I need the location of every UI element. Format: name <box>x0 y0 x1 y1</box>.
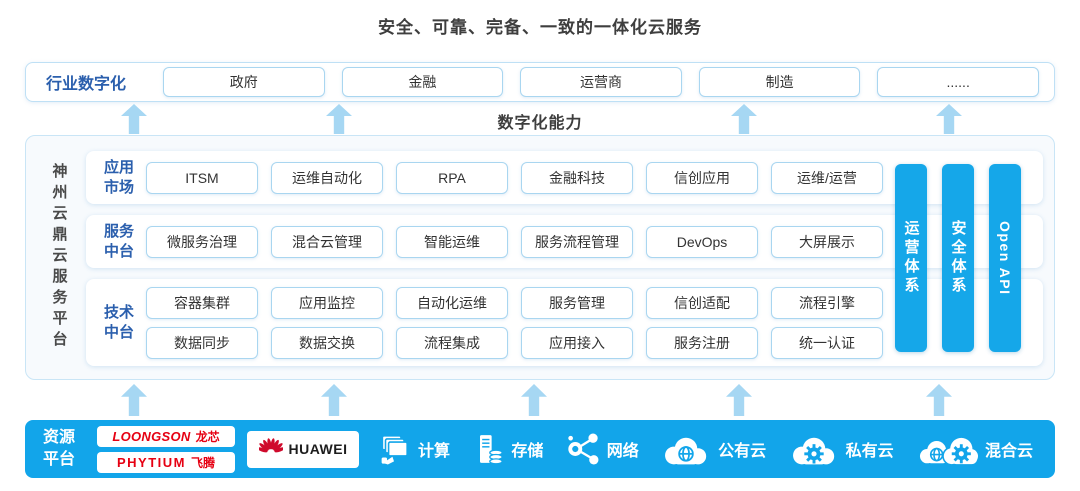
app-market-item: 运维/运营 <box>771 161 883 194</box>
tech-platform-item: 应用接入 <box>521 326 633 359</box>
tech-platform-label: 技术中台 <box>103 304 134 341</box>
resource-item-label: 网络 <box>606 443 639 460</box>
huawei-logo-text: HUAWEI <box>288 441 348 457</box>
open-api-bar: Open API <box>989 164 1021 352</box>
industry-item-more: ...... <box>877 67 1039 97</box>
app-market-label: 应用市场 <box>103 159 134 196</box>
app-market-row: 应用市场 ITSM 运维自动化 RPA 金融科技 信创应用 运维/运营 <box>86 151 1043 204</box>
tech-platform-item: 自动化运维 <box>396 286 508 319</box>
cloud-service-platform-panel: 神州云鼎云服务平台 应用市场 ITSM 运维自动化 RPA 金融科技 信创应用 … <box>25 135 1055 380</box>
operation-system-bar: 运营体系 <box>895 164 927 352</box>
resource-item-hybrid-cloud: 混合云 <box>916 431 1033 467</box>
resource-item-label: 存储 <box>511 443 544 460</box>
service-platform-item: 微服务治理 <box>146 225 258 258</box>
app-market-item: ITSM <box>146 161 258 194</box>
storage-icon <box>472 432 504 466</box>
tech-platform-item: 信创适配 <box>646 286 758 319</box>
phytium-badge: PHYTIUM 飞腾 <box>97 451 235 473</box>
digital-capability-label: 数字化能力 <box>497 115 583 132</box>
loongson-cn-text: 龙芯 <box>195 429 220 444</box>
resource-platform-label: 资源平台 <box>43 429 76 468</box>
app-market-item: 金融科技 <box>521 161 633 194</box>
resource-item-storage: 存储 <box>472 432 543 466</box>
industry-digitalization-row: 行业数字化 政府 金融 运营商 制造 ...... <box>25 62 1055 102</box>
service-platform-item: 智能运维 <box>396 225 508 258</box>
industry-item-government: 政府 <box>163 67 325 97</box>
resource-item-label: 计算 <box>418 443 451 460</box>
up-arrow-icon <box>726 384 752 416</box>
industry-row-label: 行业数字化 <box>46 76 127 93</box>
resource-arrows-band <box>25 384 1055 416</box>
loongson-logo-text: LOONGSON <box>112 428 191 444</box>
tech-platform-item: 数据同步 <box>146 326 258 359</box>
digital-capability-band: 数字化能力 <box>25 104 1055 134</box>
page-title: 安全、可靠、完备、一致的一体化云服务 <box>378 18 702 37</box>
private-cloud-icon <box>789 431 839 467</box>
resource-item-label: 混合云 <box>984 443 1033 460</box>
resource-platform-bar: 资源平台 LOONGSON 龙芯 PHYTIUM 飞腾 <box>25 420 1055 478</box>
service-platform-item: 混合云管理 <box>271 225 383 258</box>
resource-item-label: 公有云 <box>718 443 767 460</box>
resource-item-public-cloud: 公有云 <box>661 431 766 467</box>
tech-platform-item: 数据交换 <box>271 326 383 359</box>
service-platform-item: 服务流程管理 <box>521 225 633 258</box>
platform-name-vertical: 神州云鼎云服务平台 <box>50 163 68 352</box>
phytium-logo-text: PHYTIUM <box>116 454 186 470</box>
industry-item-operator: 运营商 <box>520 67 682 97</box>
network-icon <box>566 432 600 466</box>
tech-platform-item: 应用监控 <box>271 286 383 319</box>
up-arrow-icon <box>926 384 952 416</box>
security-system-bar: 安全体系 <box>942 164 974 352</box>
compute-icon <box>377 432 411 466</box>
service-platform-item: 大屏展示 <box>771 225 883 258</box>
app-market-item: 信创应用 <box>646 161 758 194</box>
phytium-cn-text: 飞腾 <box>190 455 215 470</box>
tech-platform-item: 服务注册 <box>646 326 758 359</box>
service-platform-label: 服务中台 <box>103 223 134 260</box>
tech-platform-item: 统一认证 <box>771 326 883 359</box>
tech-platform-item: 容器集群 <box>146 286 258 319</box>
service-platform-item: DevOps <box>646 225 758 258</box>
resource-item-compute: 计算 <box>377 432 450 466</box>
cpu-vendor-stack: LOONGSON 龙芯 PHYTIUM 飞腾 <box>97 425 235 473</box>
resource-item-private-cloud: 私有云 <box>789 431 894 467</box>
up-arrow-icon <box>321 384 347 416</box>
industry-item-manufacturing: 制造 <box>698 67 861 97</box>
huawei-logo-icon <box>256 436 285 463</box>
resource-items: 计算 <box>373 431 1037 467</box>
up-arrow-icon <box>121 384 147 416</box>
resource-item-label: 私有云 <box>845 443 894 460</box>
resource-item-network: 网络 <box>566 432 639 466</box>
tech-platform-item: 服务管理 <box>521 286 633 319</box>
industry-item-finance: 金融 <box>341 67 504 97</box>
tech-platform-item: 流程集成 <box>396 326 508 359</box>
huawei-badge: HUAWEI <box>247 430 359 468</box>
tech-platform-item: 流程引擎 <box>771 286 883 319</box>
app-market-item: 运维自动化 <box>271 161 383 194</box>
public-cloud-icon <box>661 431 711 467</box>
hybrid-cloud-icon <box>916 431 978 467</box>
tech-middle-platform-row: 技术中台 容器集群 应用监控 自动化运维 服务管理 信创适配 流程引擎 数据同步… <box>86 279 1043 366</box>
up-arrow-icon <box>521 384 547 416</box>
loongson-badge: LOONGSON 龙芯 <box>97 425 235 447</box>
service-middle-platform-row: 服务中台 微服务治理 混合云管理 智能运维 服务流程管理 DevOps 大屏展示 <box>86 215 1043 268</box>
app-market-item: RPA <box>396 161 508 194</box>
